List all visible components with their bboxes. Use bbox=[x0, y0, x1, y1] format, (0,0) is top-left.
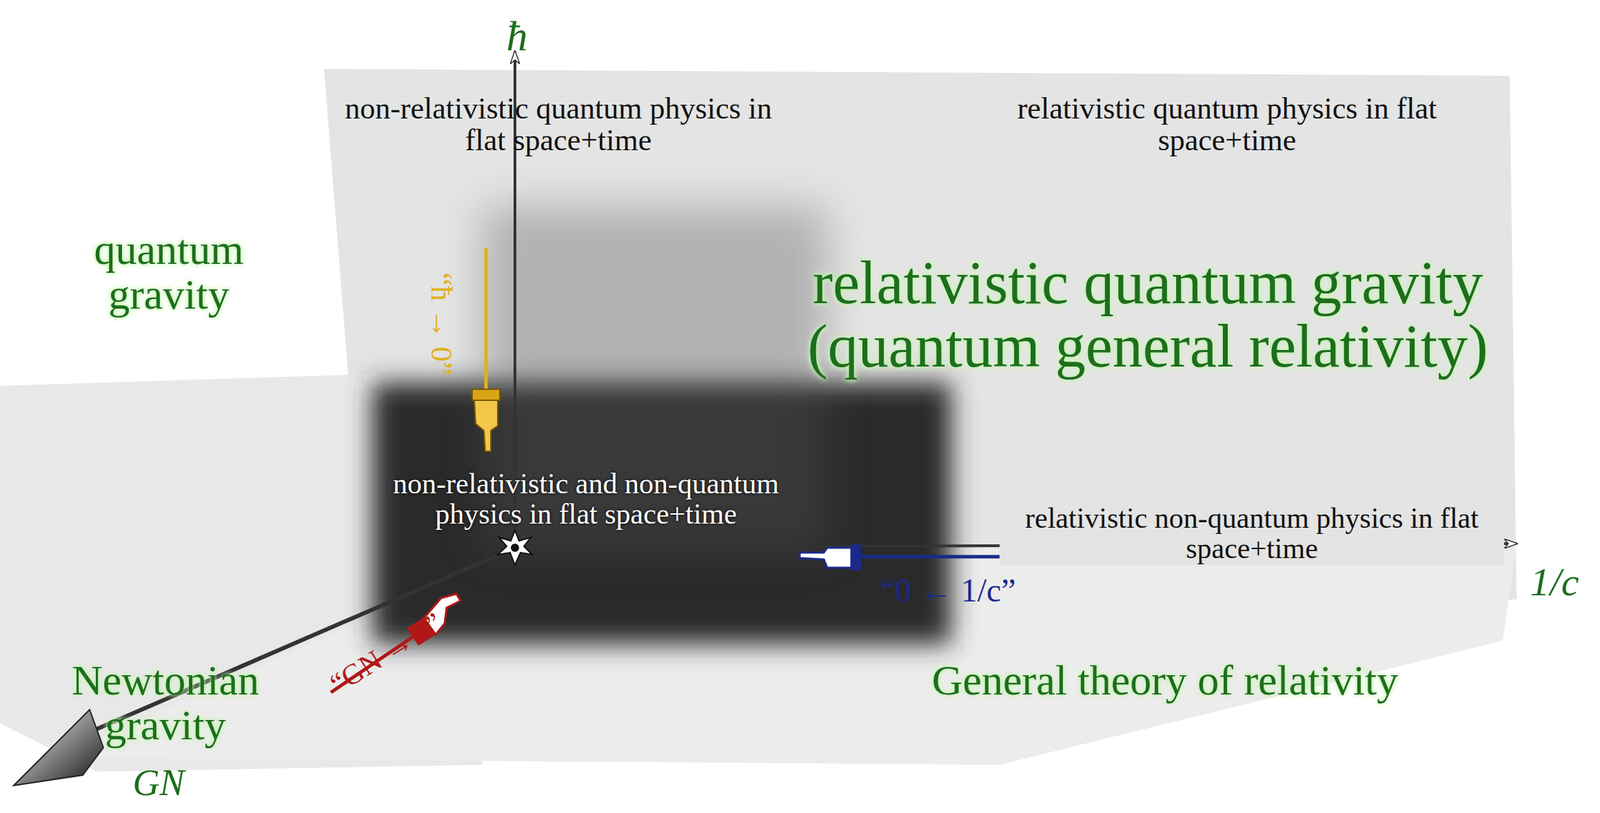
origin-star bbox=[497, 530, 533, 566]
region-label: General theory of relativity bbox=[916, 658, 1414, 704]
axis-label: ħ bbox=[496, 13, 538, 59]
yellow-pointer-rod bbox=[484, 248, 489, 397]
yellow-pointing-hand bbox=[474, 400, 498, 452]
blue-pointing-hand bbox=[799, 548, 852, 569]
blue-pointer-rod bbox=[858, 555, 1004, 560]
region-label: non-relativistic and non-quantum physics… bbox=[386, 468, 786, 530]
axis-label: GN bbox=[117, 763, 200, 804]
region-label: relativistic non-quantum physics in flat… bbox=[999, 501, 1505, 566]
axis-label: 1/c bbox=[1516, 561, 1593, 604]
region-label: Newtonian gravity bbox=[27, 658, 304, 748]
title-region-label: relativistic quantum gravity (quantum ge… bbox=[703, 251, 1593, 380]
limit-label: “ħ → 0” bbox=[425, 272, 458, 376]
limit-label: “0 ← 1/c” bbox=[844, 573, 1052, 609]
region-label: non-relativistic quantum physics in flat… bbox=[323, 93, 793, 157]
region-label: relativistic quantum physics in flat spa… bbox=[992, 93, 1462, 157]
region-label: quantum gravity bbox=[48, 227, 290, 318]
yellow-pointer-cuff bbox=[472, 389, 500, 401]
blue-pointer-cuff bbox=[851, 544, 862, 571]
gn-axis-cone bbox=[13, 710, 104, 786]
origin-dot bbox=[510, 543, 520, 553]
